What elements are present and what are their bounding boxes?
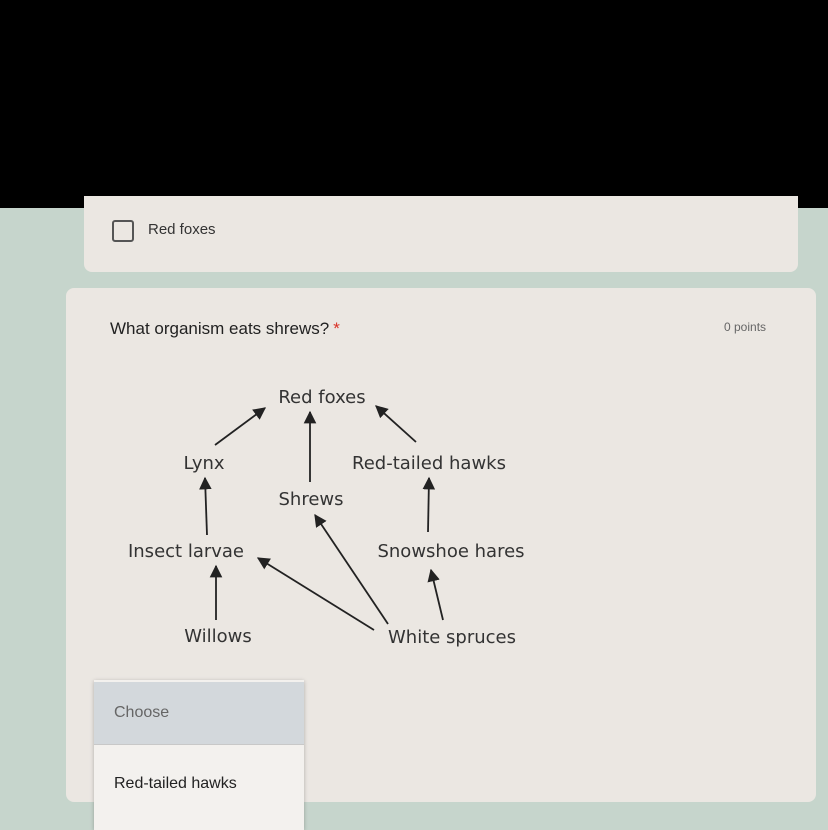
food-web-arrow [422, 476, 436, 533]
food-web-arrow [256, 557, 375, 631]
question-text: What organism eats shrews? [110, 319, 330, 338]
checkbox-red-foxes[interactable] [112, 220, 134, 242]
food-web-arrow [214, 407, 267, 446]
organism-label: Lynx [183, 453, 224, 474]
answer-dropdown-menu[interactable]: Choose Red-tailed hawks [94, 680, 304, 830]
dropdown-option-choose[interactable]: Choose [94, 682, 304, 745]
previous-question-card [84, 196, 798, 272]
question-title: What organism eats shrews?* [110, 319, 340, 339]
food-web-arrow [375, 405, 417, 443]
organism-label: Snowshoe hares [377, 541, 524, 562]
organism-label: Insect larvae [128, 541, 244, 562]
checkbox-label: Red foxes [148, 221, 216, 238]
food-web-arrow [199, 476, 212, 536]
dropdown-option[interactable]: Red-tailed hawks [114, 775, 237, 792]
points-label: 0 points [724, 320, 767, 334]
organism-label: Shrews [278, 489, 343, 510]
organism-label: Willows [184, 626, 252, 647]
food-web-arrow [427, 568, 444, 621]
food-web-arrow [314, 513, 389, 625]
organism-label: Red foxes [278, 387, 365, 408]
organism-label: Red-tailed hawks [352, 453, 506, 474]
organism-label: White spruces [388, 627, 516, 648]
required-mark: * [333, 319, 340, 338]
black-bezel [0, 0, 828, 208]
